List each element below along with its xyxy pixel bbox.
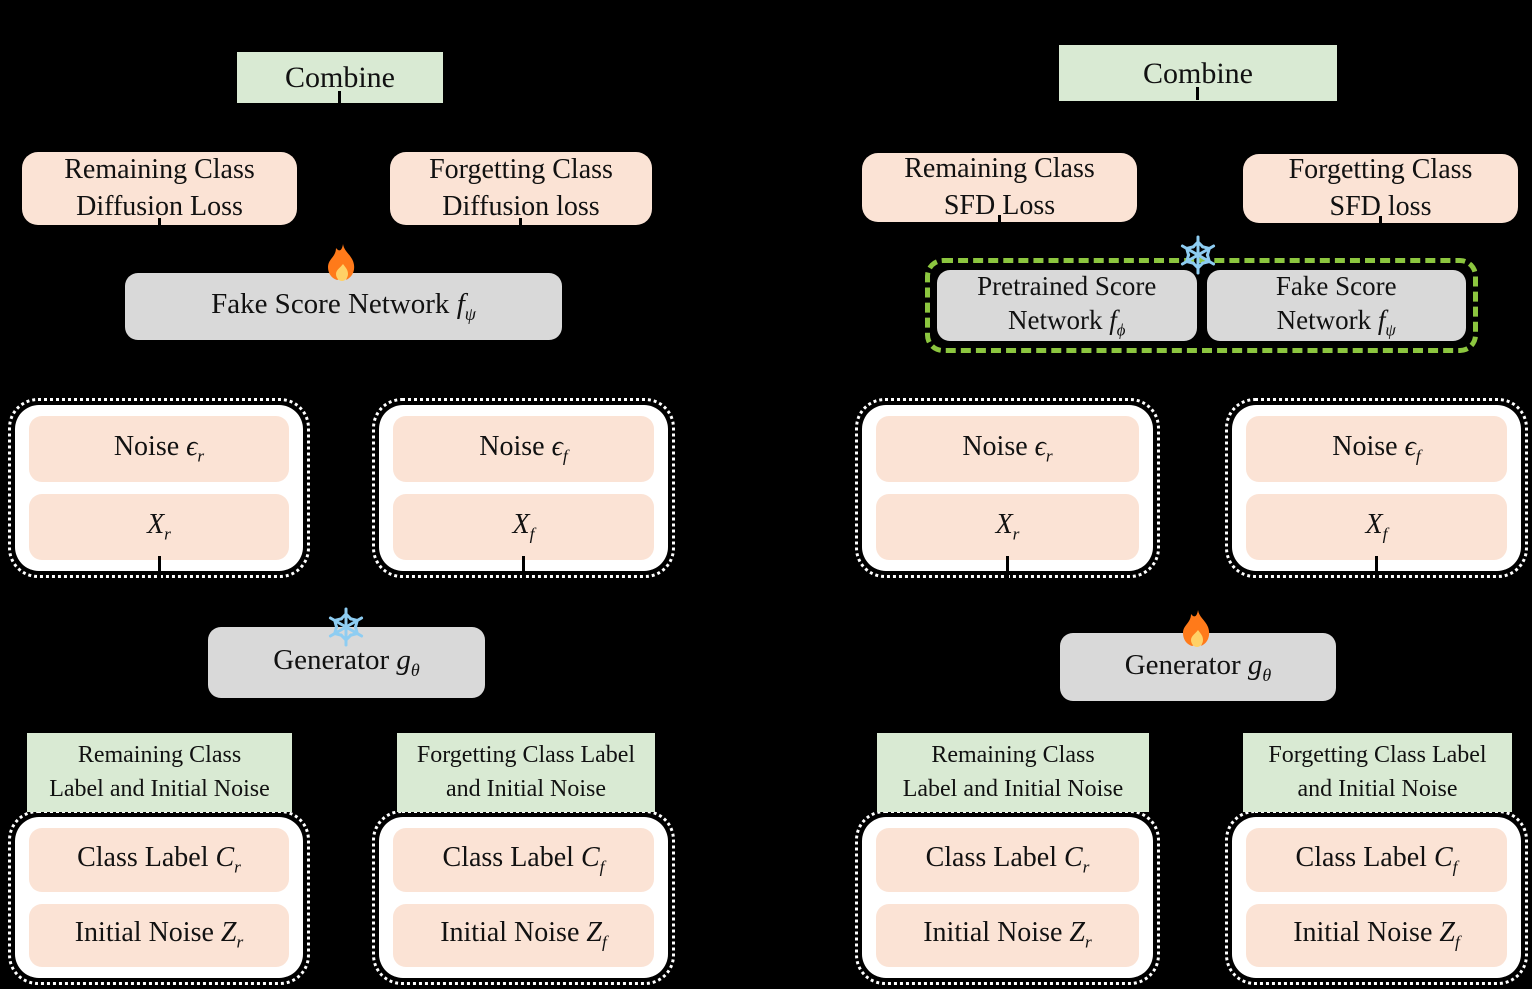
noise-data-container-remaining-left: Noise ϵr Xr	[8, 398, 310, 578]
loss-line: Diffusion Loss	[76, 190, 243, 222]
flame-icon	[1180, 610, 1216, 655]
network-line: Network fϕ	[1008, 304, 1126, 340]
header-line: Forgetting Class Label	[416, 741, 636, 768]
loss-line: Diffusion loss	[442, 190, 600, 222]
header-line: Label and Initial Noise	[902, 775, 1124, 802]
class-label-box: Class Label Cf	[1246, 828, 1507, 892]
connector-stub	[998, 215, 1001, 225]
connector-stub	[519, 218, 522, 228]
connector-stub	[1375, 556, 1378, 588]
header-forgetting-label-noise-right: Forgetting Class Label and Initial Noise	[1243, 733, 1512, 812]
header-remaining-label-noise-right: Remaining Class Label and Initial Noise	[877, 733, 1149, 812]
connector-stub	[1006, 556, 1009, 588]
class-label-box: Class Label Cf	[393, 828, 654, 892]
snowflake-icon	[1178, 234, 1218, 281]
connector-stub	[158, 218, 161, 228]
connector-stub	[1379, 216, 1382, 226]
header-line: and Initial Noise	[1297, 775, 1458, 802]
initial-noise-box: Initial Noise Zr	[876, 903, 1139, 967]
fake-score-network-box-right: Fake Score Network fψ	[1206, 270, 1466, 341]
sample-box: Xr	[876, 494, 1139, 560]
connector-stub	[338, 91, 341, 104]
noise-box: Noise ϵr	[29, 416, 289, 482]
header-line: Forgetting Class Label	[1268, 741, 1487, 768]
header-line: Label and Initial Noise	[49, 775, 270, 802]
generator-label: Generator gθ	[1124, 648, 1272, 685]
frozen-score-networks-group: Pretrained Score Network fϕ Fake Score N…	[925, 258, 1478, 353]
remaining-sfd-loss-box: Remaining Class SFD Loss	[862, 153, 1137, 222]
noise-data-container-forgetting-left: Noise ϵf Xf	[372, 398, 675, 578]
header-line: Remaining Class	[77, 741, 242, 768]
initial-noise-box: Initial Noise Zr	[29, 903, 289, 967]
header-remaining-label-noise-left: Remaining Class Label and Initial Noise	[27, 733, 292, 812]
fake-score-network-box-left: Fake Score Network fψ	[125, 273, 562, 340]
combine-label: Combine	[1143, 56, 1253, 90]
remaining-diffusion-loss-box: Remaining Class Diffusion Loss	[22, 152, 297, 225]
noise-box: Noise ϵf	[393, 416, 654, 482]
noise-box: Noise ϵr	[876, 416, 1139, 482]
class-label-box: Class Label Cr	[876, 828, 1139, 892]
header-line: Remaining Class	[931, 741, 1095, 768]
network-line: Network fψ	[1276, 304, 1396, 340]
connector-stub	[522, 556, 525, 588]
header-line: and Initial Noise	[446, 775, 606, 802]
initial-noise-box: Initial Noise Zf	[1246, 903, 1507, 967]
loss-line: Forgetting Class	[429, 154, 613, 186]
network-label: Fake Score Network fψ	[211, 288, 476, 325]
sample-box: Xf	[393, 494, 654, 560]
sample-box: Xf	[1246, 494, 1507, 560]
network-line: Fake Score	[1275, 270, 1397, 301]
flame-icon	[325, 244, 361, 289]
generator-label: Generator gθ	[273, 644, 420, 681]
label-noise-container-forgetting-right: Class Label Cf Initial Noise Zf	[1225, 810, 1528, 985]
sample-box: Xr	[29, 494, 289, 560]
loss-line: Forgetting Class	[1288, 154, 1473, 186]
forgetting-sfd-loss-box: Forgetting Class SFD loss	[1243, 154, 1518, 223]
combine-label: Combine	[285, 61, 395, 94]
noise-box: Noise ϵf	[1246, 416, 1507, 482]
noise-data-container-remaining-right: Noise ϵr Xr	[855, 398, 1160, 578]
connector-stub	[1196, 87, 1199, 100]
label-noise-container-remaining-right: Class Label Cr Initial Noise Zr	[855, 810, 1160, 985]
label-noise-container-forgetting-left: Class Label Cf Initial Noise Zf	[372, 810, 675, 985]
header-forgetting-label-noise-left: Forgetting Class Label and Initial Noise	[397, 733, 655, 812]
loss-line: Remaining Class	[64, 154, 255, 186]
connector-stub	[158, 556, 161, 588]
pretrained-score-network-box: Pretrained Score Network fϕ	[937, 270, 1197, 341]
forgetting-diffusion-loss-box: Forgetting Class Diffusion loss	[390, 152, 652, 225]
label-noise-container-remaining-left: Class Label Cr Initial Noise Zr	[8, 810, 310, 985]
snowflake-icon	[326, 606, 366, 653]
noise-data-container-forgetting-right: Noise ϵf Xf	[1225, 398, 1528, 578]
initial-noise-box: Initial Noise Zf	[393, 903, 654, 967]
class-label-box: Class Label Cr	[29, 828, 289, 892]
network-line: Pretrained Score	[977, 270, 1157, 301]
loss-line: Remaining Class	[904, 153, 1095, 185]
